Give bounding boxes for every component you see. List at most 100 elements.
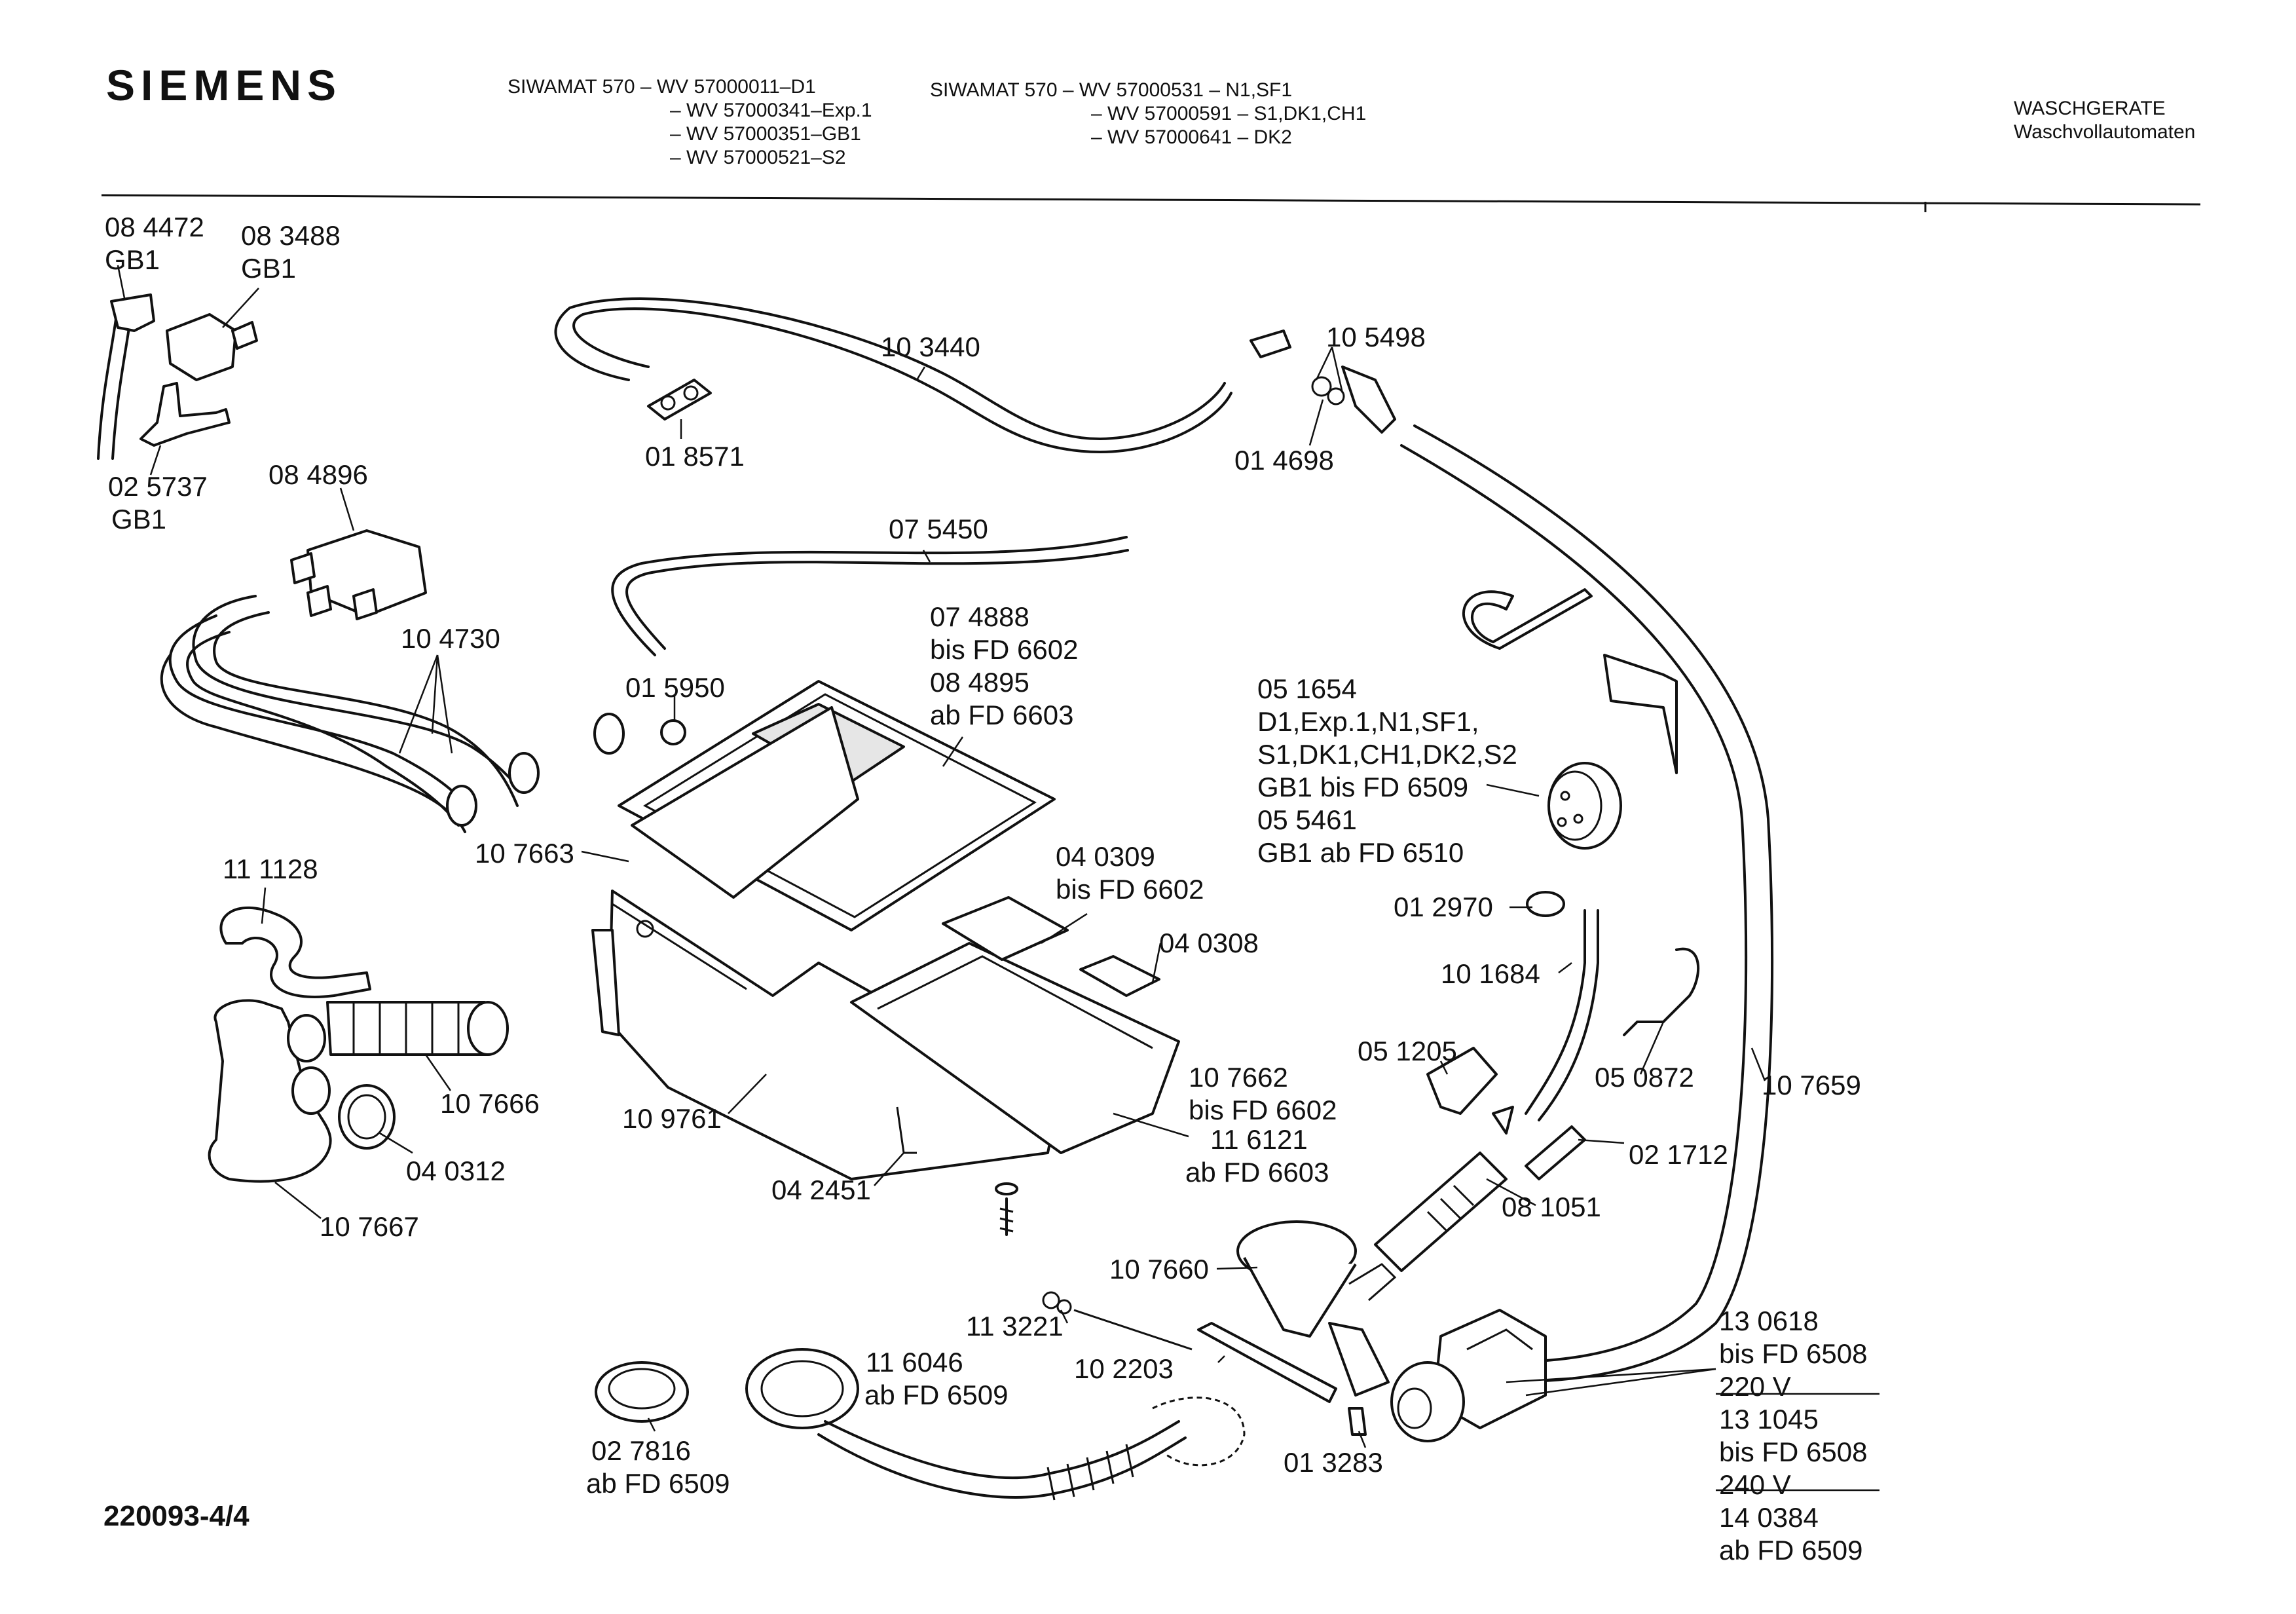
- part-label-107667: 10 7667: [320, 1211, 419, 1242]
- part-label-025737: 02 5737: [108, 471, 208, 502]
- part-variant-label: GB1: [105, 244, 160, 275]
- part-label-pump-variants: 13 0618 bis FD 6508 220 V 13 1045 bis FD…: [1719, 1305, 1867, 1567]
- part-variant-label: GB1: [241, 253, 297, 284]
- part-number: 05 5461: [1257, 804, 1357, 835]
- double-gasket: [647, 379, 712, 421]
- part-label-018571: 01 8571: [645, 441, 745, 472]
- category-heading: WASCHGERATE Waschvollautomaten: [2014, 97, 2195, 144]
- sump-hose: [208, 906, 371, 1183]
- part-label-107659: 10 7659: [1762, 1070, 1861, 1100]
- part-label-109761: 10 9761: [622, 1103, 722, 1134]
- part-label-040312: 04 0312: [406, 1155, 506, 1186]
- bellows-hose: [326, 1001, 509, 1056]
- part-label-012970: 01 2970: [1394, 891, 1493, 922]
- inlet-valve-gb1: [166, 313, 258, 381]
- part-label-107666: 10 7666: [440, 1088, 540, 1119]
- model-line: SIWAMAT 570 – WV 57000531 – N1,SF1: [930, 79, 1293, 101]
- part-label-051205: 05 1205: [1358, 1036, 1457, 1066]
- screw-113221: [1042, 1291, 1193, 1351]
- part-note: GB1 ab FD 6510: [1257, 837, 1464, 868]
- part-label-040309: 04 0309 bis FD 6602: [1056, 840, 1204, 906]
- drain-pump: [1390, 1309, 1547, 1442]
- part-label-084896: 08 4896: [268, 459, 368, 490]
- hose-piece-021712: [1525, 1125, 1586, 1180]
- solenoid-valve: [290, 529, 427, 620]
- inlet-elbow-gb1: [97, 293, 155, 460]
- rubber-spacer: [1526, 891, 1565, 917]
- brand-logo: SIEMENS: [106, 61, 343, 109]
- part-note: S1,DK1,CH1,DK2,S2: [1257, 739, 1517, 770]
- connecting-hose: [1374, 1152, 1508, 1272]
- part-label-021712: 02 1712: [1629, 1139, 1728, 1170]
- part-note: ab FD 6509: [864, 1379, 1009, 1410]
- part-number: 05 1654: [1257, 673, 1357, 704]
- header-divider: [101, 194, 2201, 206]
- mounting-bracket: [1603, 654, 1678, 774]
- small-tube: [1197, 1322, 1337, 1403]
- part-label-013283: 01 3283: [1284, 1447, 1383, 1478]
- part-number: 13 0618: [1719, 1305, 1819, 1336]
- part-note: bis FD 6602: [1056, 874, 1204, 905]
- part-note: ab FD 6509: [586, 1468, 730, 1499]
- model-line: SIWAMAT 570 – WV 57000011–D1: [508, 76, 816, 98]
- seal-ring: [595, 1361, 689, 1423]
- document-id: 220093-4/4: [103, 1500, 250, 1532]
- part-label-101684: 10 1684: [1441, 958, 1540, 989]
- model-line: – WV 57000351–GB1: [670, 123, 861, 145]
- part-number: 14 0384: [1719, 1502, 1819, 1533]
- part-label-107663: 10 7663: [475, 838, 574, 869]
- part-note: GB1 bis FD 6509: [1257, 772, 1469, 802]
- part-note: D1,Exp.1,N1,SF1,: [1257, 706, 1479, 737]
- part-label-040308: 04 0308: [1159, 928, 1259, 958]
- part-label-102203: 10 2203: [1074, 1353, 1174, 1384]
- part-label-104730: 10 4730: [401, 623, 500, 654]
- drain-assembly: [745, 1348, 1246, 1501]
- pump-hose: [1400, 424, 1774, 1383]
- part-number: 11 6121: [1210, 1124, 1308, 1155]
- hose-clamp: [1426, 1047, 1514, 1135]
- part-number: 08 4895: [930, 667, 1029, 698]
- voltage-note: 240 V: [1719, 1469, 1791, 1500]
- model-line: – WV 57000521–S2: [670, 147, 846, 168]
- voltage-note: 220 V: [1719, 1371, 1791, 1402]
- hose-clip: [1462, 588, 1593, 650]
- plug-013283: [1348, 1407, 1367, 1436]
- part-note: ab FD 6603: [1185, 1157, 1329, 1188]
- part-label-113221: 11 3221: [966, 1311, 1064, 1342]
- drain-tube: [611, 536, 1129, 656]
- part-number: 04 0309: [1056, 841, 1155, 872]
- hose-connector: [1250, 329, 1396, 434]
- part-note: bis FD 6602: [930, 634, 1079, 665]
- y-connector-gb1: [139, 382, 231, 447]
- part-number: 02 7816: [591, 1435, 691, 1466]
- part-label-075450: 07 5450: [889, 514, 988, 544]
- part-note: ab FD 6603: [930, 700, 1074, 730]
- part-note: bis FD 6508: [1719, 1338, 1868, 1369]
- sump-housing: [1236, 1220, 1397, 1397]
- part-label-081051: 08 1051: [1502, 1192, 1601, 1222]
- model-list-left: SIWAMAT 570 – WV 57000011–D1 – WV 570003…: [508, 75, 872, 170]
- part-label-083488: 08 3488: [241, 220, 341, 251]
- part-note: bis FD 6508: [1719, 1436, 1868, 1467]
- pressure-switch: [1547, 762, 1622, 850]
- part-label-074888: 07 4888 bis FD 6602 08 4895 ab FD 6603: [930, 601, 1078, 732]
- part-label-103440: 10 3440: [881, 331, 980, 362]
- part-label-051654: 05 1654 D1,Exp.1,N1,SF1, S1,DK1,CH1,DK2,…: [1257, 673, 1517, 869]
- part-label-107662: 10 7662 bis FD 6602: [1189, 1061, 1337, 1127]
- part-label-027816: 02 7816 ab FD 6509: [586, 1435, 730, 1500]
- detergent-dispenser: [591, 680, 1180, 1180]
- part-number: 07 4888: [930, 601, 1029, 632]
- part-label-015950: 01 5950: [625, 672, 725, 703]
- part-label-116121: 11 6121 ab FD 6603: [1185, 1123, 1329, 1189]
- part-label-107660: 10 7660: [1109, 1254, 1209, 1285]
- part-note: bis FD 6602: [1189, 1095, 1337, 1125]
- ring-seal: [338, 1084, 396, 1150]
- part-number: 10 7662: [1189, 1062, 1288, 1093]
- inlet-hoses: [160, 595, 625, 833]
- part-label-014698: 01 4698: [1234, 445, 1334, 476]
- category-line: WASCHGERATE: [2014, 98, 2166, 119]
- model-line: – WV 57000591 – S1,DK1,CH1: [1091, 103, 1367, 124]
- category-subline: Waschvollautomaten: [2014, 121, 2196, 143]
- part-label-116046: 11 6046 ab FD 6509: [864, 1346, 1008, 1412]
